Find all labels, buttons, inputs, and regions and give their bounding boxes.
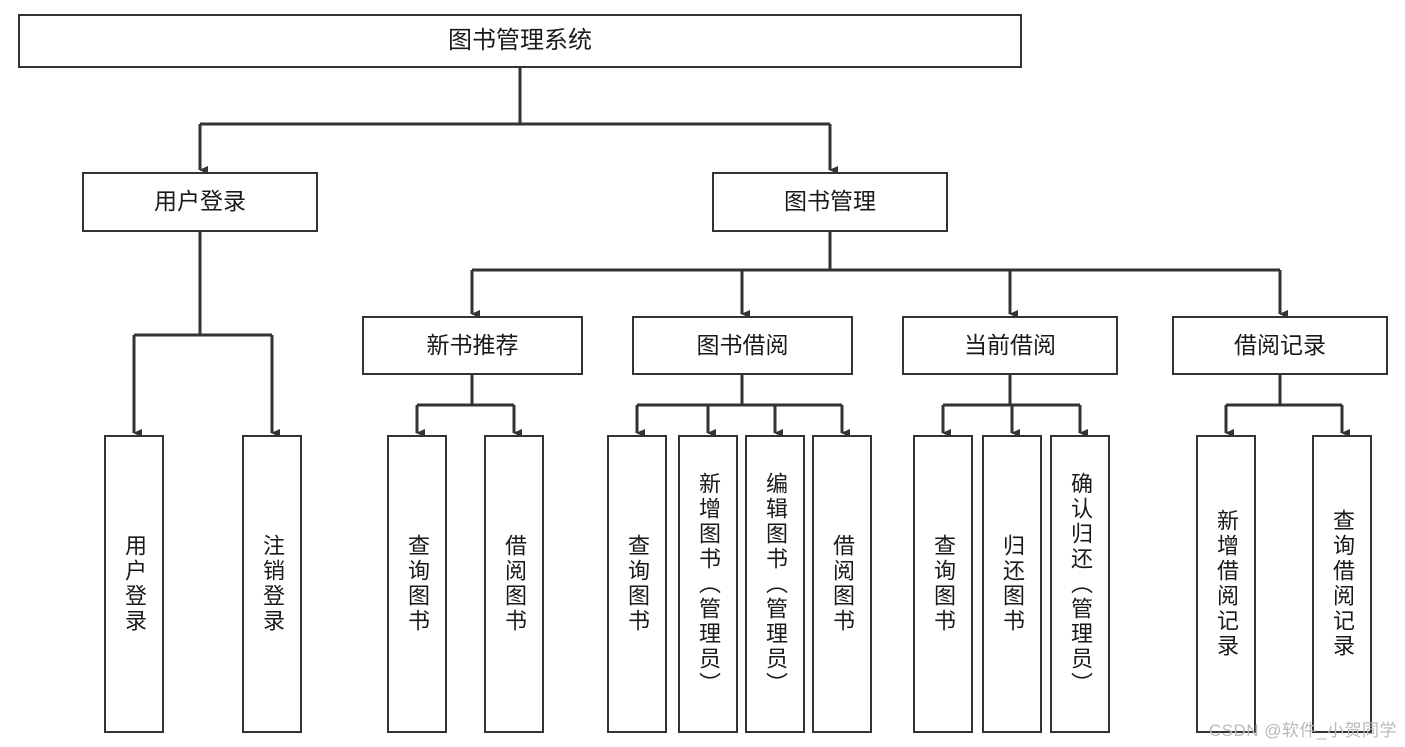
node-root-book-management-system[interactable]: 图书管理系统 [18, 14, 1022, 68]
watermark-text: CSDN @软件_小贺同学 [1208, 721, 1397, 740]
node-leaf-leaf-query-book-current-label: 查询图书 [931, 534, 956, 634]
node-leaf-leaf-add-borrow-record-label: 新增借阅记录 [1214, 509, 1239, 659]
node-level2-new-book-recommend[interactable]: 新书推荐 [362, 316, 583, 375]
node-leaf-leaf-query-book-borrow[interactable]: 查询图书 [607, 435, 667, 733]
node-leaf-leaf-query-borrow-record[interactable]: 查询借阅记录 [1312, 435, 1372, 733]
node-level2-current-borrow[interactable]: 当前借阅 [902, 316, 1118, 375]
node-leaf-leaf-borrow-book-label: 借阅图书 [830, 534, 855, 634]
node-level2-book-borrow-label: 图书借阅 [696, 331, 789, 358]
node-leaf-leaf-borrow-book[interactable]: 借阅图书 [812, 435, 872, 733]
node-leaf-leaf-borrow-book-recommend-label: 借阅图书 [502, 534, 527, 634]
node-leaf-leaf-add-borrow-record[interactable]: 新增借阅记录 [1196, 435, 1256, 733]
node-level1-book-management-label: 图书管理 [784, 188, 876, 215]
node-leaf-leaf-query-book-borrow-label: 查询图书 [625, 534, 650, 634]
node-leaf-leaf-confirm-return-admin-label: 确认归还（管理员） [1068, 471, 1093, 697]
node-leaf-leaf-query-book-recommend[interactable]: 查询图书 [387, 435, 447, 733]
node-level2-borrow-records[interactable]: 借阅记录 [1172, 316, 1388, 375]
node-leaf-leaf-query-book-recommend-label: 查询图书 [405, 534, 430, 634]
node-level2-current-borrow-label: 当前借阅 [964, 331, 1056, 358]
node-leaf-leaf-edit-book-admin[interactable]: 编辑图书（管理员） [745, 435, 805, 733]
node-leaf-leaf-add-book-admin[interactable]: 新增图书（管理员） [678, 435, 738, 733]
node-leaf-leaf-user-login-label: 用户登录 [122, 534, 147, 634]
node-leaf-leaf-user-login[interactable]: 用户登录 [104, 435, 164, 733]
node-leaf-leaf-query-borrow-record-label: 查询借阅记录 [1330, 509, 1355, 659]
node-level1-user-login-label: 用户登录 [154, 188, 246, 215]
node-leaf-leaf-return-book-label: 归还图书 [1000, 534, 1025, 634]
node-level2-new-book-recommend-label: 新书推荐 [426, 331, 519, 358]
node-leaf-leaf-confirm-return-admin[interactable]: 确认归还（管理员） [1050, 435, 1110, 733]
node-leaf-leaf-borrow-book-recommend[interactable]: 借阅图书 [484, 435, 544, 733]
node-level2-borrow-records-label: 借阅记录 [1234, 331, 1326, 358]
node-level1-book-management[interactable]: 图书管理 [712, 172, 948, 232]
node-leaf-leaf-logout[interactable]: 注销登录 [242, 435, 302, 733]
node-leaf-leaf-edit-book-admin-label: 编辑图书（管理员） [763, 471, 788, 697]
node-leaf-leaf-add-book-admin-label: 新增图书（管理员） [696, 471, 721, 697]
node-leaf-leaf-query-book-current[interactable]: 查询图书 [913, 435, 973, 733]
node-root-label: 图书管理系统 [448, 26, 592, 54]
node-leaf-leaf-logout-label: 注销登录 [260, 534, 285, 634]
node-leaf-leaf-return-book[interactable]: 归还图书 [982, 435, 1042, 733]
node-level2-book-borrow[interactable]: 图书借阅 [632, 316, 853, 375]
node-level1-user-login[interactable]: 用户登录 [82, 172, 318, 232]
connector-lines [132, 68, 1350, 437]
